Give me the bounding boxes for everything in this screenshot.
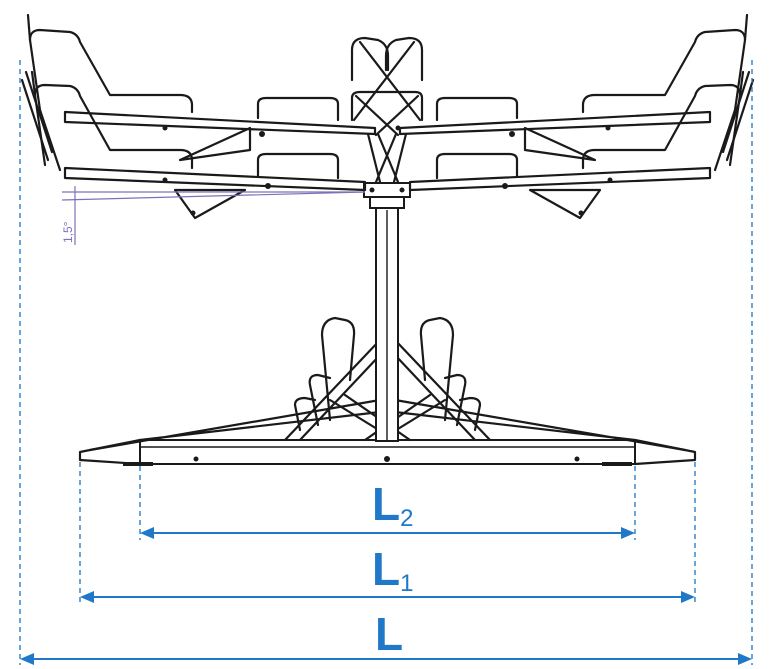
- arrow-L-left: [20, 653, 34, 665]
- lower-seat-right-3: [458, 396, 482, 432]
- bolt-base-center: [384, 456, 390, 462]
- dim-label-L: L: [375, 608, 403, 660]
- arrow-L-right: [738, 653, 752, 665]
- seat-left-rail: [20, 70, 54, 162]
- base-brace-right: [393, 398, 687, 452]
- gusset-left-upper: [178, 126, 252, 162]
- lower-seat-right-2: [443, 373, 467, 427]
- dim-sub-L1: 1: [400, 570, 413, 597]
- lower-seat-left-2: [308, 373, 332, 427]
- foot-left: [123, 462, 153, 466]
- base-brace-left: [88, 398, 382, 452]
- base-frame: [78, 398, 697, 466]
- arm-bolt-1: [162, 125, 168, 131]
- seat-right-back-upper: [581, 28, 747, 114]
- arm-bolt-3: [509, 131, 515, 137]
- seat-right-post: [713, 13, 749, 172]
- center-seat-mid: [350, 90, 424, 122]
- dim-letter-L2: L: [372, 478, 400, 530]
- arm-lower-right: [408, 166, 712, 192]
- arrow-L1-left: [80, 591, 94, 603]
- bolt-base-right: [574, 456, 580, 462]
- dim-sub-L2: 2: [400, 505, 413, 532]
- dim-letter-L1: L: [372, 543, 400, 595]
- dim-label-L2: L2: [372, 478, 413, 532]
- upper-assembly: [20, 13, 755, 220]
- foot-right: [602, 462, 632, 466]
- lower-seats: [293, 316, 482, 432]
- dimension-L1: L1: [80, 543, 695, 603]
- gusset-bolt-1: [190, 210, 196, 216]
- arm-bolt-9: [607, 177, 613, 183]
- gusset-left-lower: [173, 188, 247, 220]
- brace-x-right: [393, 338, 492, 442]
- arrow-L2-left: [140, 527, 154, 539]
- arrow-L2-right: [621, 527, 635, 539]
- arm-bolt-2: [259, 131, 265, 137]
- arm-bolt-4: [605, 125, 611, 131]
- arm-bolt-7: [395, 125, 401, 131]
- seat-right-rail: [721, 70, 755, 162]
- center-struts: [366, 132, 408, 184]
- bolt-base-left: [193, 456, 199, 462]
- angle-label: 1,5°: [61, 221, 75, 243]
- dim-label-L1: L1: [372, 543, 413, 597]
- seat-inner-left-lower: [256, 152, 340, 180]
- angle-line-inclined: [61, 191, 366, 201]
- brace-x-left: [283, 338, 382, 442]
- arrow-L1-right: [681, 591, 695, 603]
- arm-bolt-5: [265, 183, 271, 189]
- seat-right-back-lower: [581, 83, 742, 170]
- gusset-right-upper: [523, 126, 597, 162]
- arm-lower-left: [63, 166, 367, 192]
- gusset-right-lower: [528, 188, 602, 220]
- center-seat-left: [350, 36, 390, 82]
- dimension-L2: L2: [140, 478, 635, 539]
- arm-upper-left: [63, 110, 377, 136]
- seat-left-back-lower: [33, 83, 194, 170]
- arm-bolt-6: [502, 183, 508, 189]
- gusset-bolt-2: [578, 210, 584, 216]
- extension-lines: [19, 60, 753, 665]
- seat-inner-right-lower: [435, 152, 519, 180]
- arm-bolt-8: [162, 177, 168, 183]
- center-column: [363, 182, 411, 442]
- dim-letter-L: L: [375, 608, 403, 660]
- center-seat-right: [384, 36, 424, 82]
- seat-left-back-upper: [28, 28, 194, 114]
- seat-inner-left-upper: [256, 96, 340, 122]
- angle-indicator: 1,5°: [61, 186, 366, 245]
- seat-inner-right-upper: [435, 96, 519, 122]
- arm-upper-right: [398, 110, 712, 136]
- seat-left-post: [26, 13, 62, 172]
- lower-seat-left-1: [320, 316, 356, 422]
- lower-seat-right-1: [419, 316, 455, 422]
- dimension-L: L: [20, 608, 752, 665]
- lower-seat-left-3: [293, 396, 317, 432]
- center-cross: [352, 40, 422, 137]
- hub-bolt-right: [399, 187, 405, 193]
- hub-bolt-left: [369, 187, 375, 193]
